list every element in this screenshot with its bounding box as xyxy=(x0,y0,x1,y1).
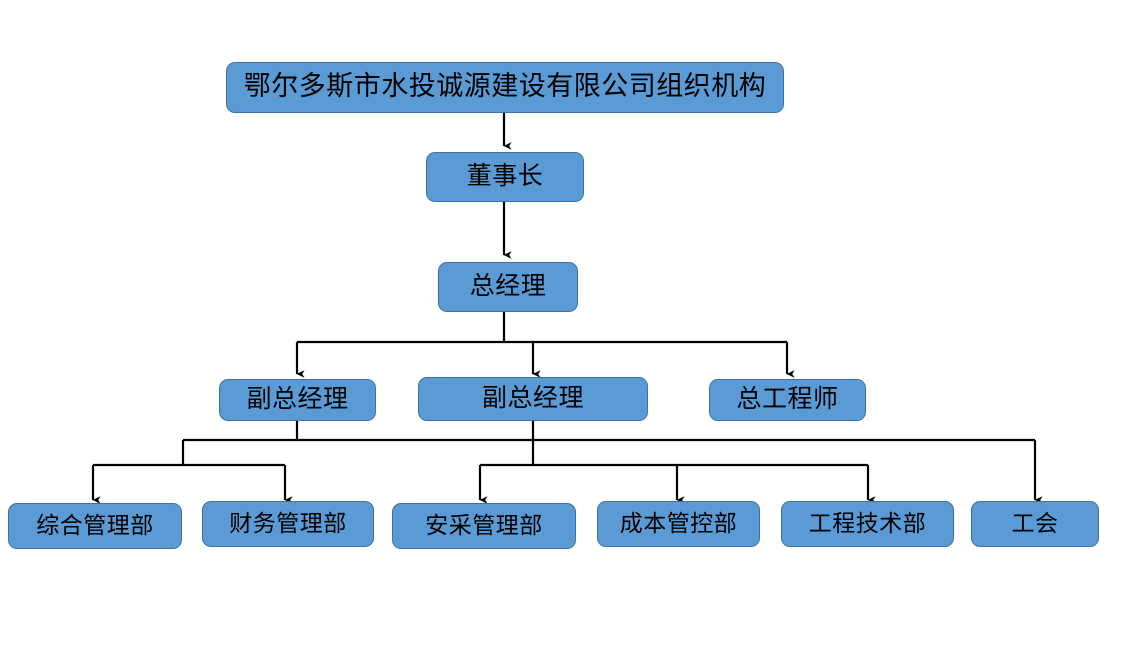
node-title-label: 鄂尔多斯市水投诚源建设有限公司组织机构 xyxy=(243,71,767,101)
node-dept-engineering-tech[interactable]: 工程技术部 xyxy=(781,501,954,547)
node-chief-engineer[interactable]: 总工程师 xyxy=(709,379,866,421)
node-chairman-label: 董事长 xyxy=(466,162,544,190)
node-dept-union[interactable]: 工会 xyxy=(971,501,1099,547)
node-deputy-gm-mid[interactable]: 副总经理 xyxy=(418,377,648,421)
node-general-manager-label: 总经理 xyxy=(469,272,547,300)
node-dept-finance-label: 财务管理部 xyxy=(229,510,347,536)
node-deputy-gm-left-label: 副总经理 xyxy=(246,385,349,413)
node-chief-engineer-label: 总工程师 xyxy=(736,385,839,413)
node-dept-cost-control[interactable]: 成本管控部 xyxy=(597,501,760,547)
node-dept-union-label: 工会 xyxy=(1011,510,1059,536)
node-general-manager[interactable]: 总经理 xyxy=(438,262,578,312)
node-deputy-gm-left[interactable]: 副总经理 xyxy=(219,379,376,421)
node-dept-safety-procurement[interactable]: 安采管理部 xyxy=(392,503,576,549)
node-dept-engineering-tech-label: 工程技术部 xyxy=(808,510,927,536)
node-dept-general-admin[interactable]: 综合管理部 xyxy=(8,503,182,549)
node-dept-general-admin-label: 综合管理部 xyxy=(36,512,154,538)
node-dept-finance[interactable]: 财务管理部 xyxy=(202,501,374,547)
node-chairman[interactable]: 董事长 xyxy=(426,152,584,202)
node-title[interactable]: 鄂尔多斯市水投诚源建设有限公司组织机构 xyxy=(226,62,784,113)
node-dept-safety-procurement-label: 安采管理部 xyxy=(425,512,543,538)
node-dept-cost-control-label: 成本管控部 xyxy=(619,510,738,536)
node-deputy-gm-mid-label: 副总经理 xyxy=(481,384,584,412)
